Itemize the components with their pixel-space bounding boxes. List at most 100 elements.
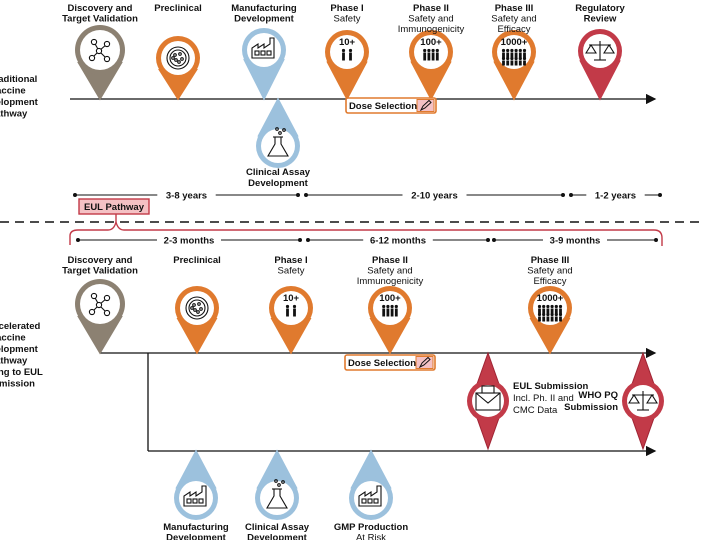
factory-icon xyxy=(183,485,207,507)
network-node xyxy=(103,40,111,48)
section-title-a: Vaccine xyxy=(0,86,26,97)
bubble xyxy=(278,131,282,135)
person-head xyxy=(546,304,550,309)
dose-selection-box xyxy=(344,354,436,371)
section-title-b: Leading to EUL xyxy=(0,367,43,378)
scale-pan xyxy=(646,393,658,404)
colony xyxy=(173,53,177,57)
pencil-icon xyxy=(418,356,431,369)
eul-submission-title: EUL Submission xyxy=(513,381,589,392)
eul-submission-sub: Incl. Ph. II and xyxy=(513,393,574,404)
duration-end xyxy=(304,193,308,197)
person-head xyxy=(435,48,439,53)
dish-inner xyxy=(169,49,187,67)
dish-rim xyxy=(166,46,190,70)
person-head xyxy=(390,304,394,309)
stage-title: GMP Production xyxy=(334,522,408,533)
section-title-b: Vaccine xyxy=(0,333,26,344)
section-title-a: a. Traditional xyxy=(0,74,37,85)
participant-count: 10+ xyxy=(339,37,356,48)
person-body xyxy=(293,308,296,317)
stage-subtitle: Safety xyxy=(278,266,305,277)
stage-title: Phase III xyxy=(495,3,534,14)
duration-label-bg xyxy=(363,234,433,246)
network-node xyxy=(103,294,111,302)
duration-end xyxy=(561,193,565,197)
person-body xyxy=(431,52,435,61)
person-head xyxy=(506,48,510,53)
person-body xyxy=(542,316,546,322)
pin-face xyxy=(414,35,448,69)
scale-pan xyxy=(603,43,615,54)
factory-outline xyxy=(183,485,207,507)
factory-window xyxy=(186,498,192,504)
colony xyxy=(177,60,181,64)
people-icon xyxy=(341,48,353,61)
person-body xyxy=(550,316,554,322)
envelope-icon xyxy=(475,385,501,411)
person-head xyxy=(514,48,518,53)
section-title-b: b. Accelerated xyxy=(0,321,40,332)
factory-icon xyxy=(251,37,275,59)
who-pq-title: WHO PQ xyxy=(578,390,618,401)
stage-title: Preclinical xyxy=(154,3,202,14)
envelope-letter xyxy=(481,385,495,394)
pin-face xyxy=(330,35,364,69)
stage-title: Manufacturing xyxy=(231,3,297,14)
person-head xyxy=(501,48,506,53)
person-body xyxy=(546,316,550,322)
network-node xyxy=(103,55,111,63)
factory-window xyxy=(198,498,204,504)
person-head xyxy=(510,56,514,61)
stage-title: Target Validation xyxy=(62,14,138,25)
people-icon xyxy=(537,304,563,322)
duration-label: 2-3 months xyxy=(164,236,215,247)
network-icon xyxy=(88,38,111,63)
stage-title: Phase II xyxy=(413,3,449,14)
pin-face xyxy=(161,41,195,75)
participant-count: 1000+ xyxy=(537,293,564,304)
eul-pathway-label: EUL Pathway xyxy=(84,202,145,213)
person-head xyxy=(522,48,527,53)
stage-subtitle: Safety xyxy=(334,14,361,25)
factory-window xyxy=(266,50,272,56)
colony xyxy=(174,58,178,62)
person-head xyxy=(431,48,435,53)
duration-end xyxy=(492,238,496,242)
duration-end xyxy=(306,238,310,242)
stage-title: Phase I xyxy=(330,3,363,14)
pin-face xyxy=(497,35,531,69)
person-body xyxy=(514,60,518,66)
people-icon xyxy=(423,48,439,61)
person-head xyxy=(423,48,427,53)
duration-label: 3-9 months xyxy=(550,236,601,247)
flask-icon xyxy=(266,479,288,509)
people-icon xyxy=(382,304,398,317)
stage-subtitle: Safety and xyxy=(367,266,412,277)
person-head xyxy=(558,304,563,309)
dish-rim xyxy=(185,296,209,320)
pin-face xyxy=(533,291,567,325)
dose-selection-label: Dose Selection xyxy=(349,101,417,112)
network-node xyxy=(95,301,103,309)
person-head xyxy=(542,312,546,317)
colony xyxy=(199,307,203,311)
stage-title: Regulatory xyxy=(575,3,625,14)
person-head xyxy=(554,312,558,317)
scales-icon xyxy=(628,391,658,411)
stage-subtitle: Efficacy xyxy=(497,24,530,35)
person-head xyxy=(341,48,346,53)
person-body xyxy=(550,308,554,314)
person-head xyxy=(537,312,542,317)
duration-label-bg xyxy=(586,189,645,201)
stage-title: Phase I xyxy=(274,255,307,266)
pin-face xyxy=(373,291,407,325)
person-body xyxy=(523,60,526,66)
person-head xyxy=(292,304,297,309)
stage-subtitle: Safety and xyxy=(527,266,572,277)
person-head xyxy=(514,56,518,61)
duration-end xyxy=(73,193,77,197)
person-body xyxy=(514,52,518,58)
person-head xyxy=(501,56,506,61)
